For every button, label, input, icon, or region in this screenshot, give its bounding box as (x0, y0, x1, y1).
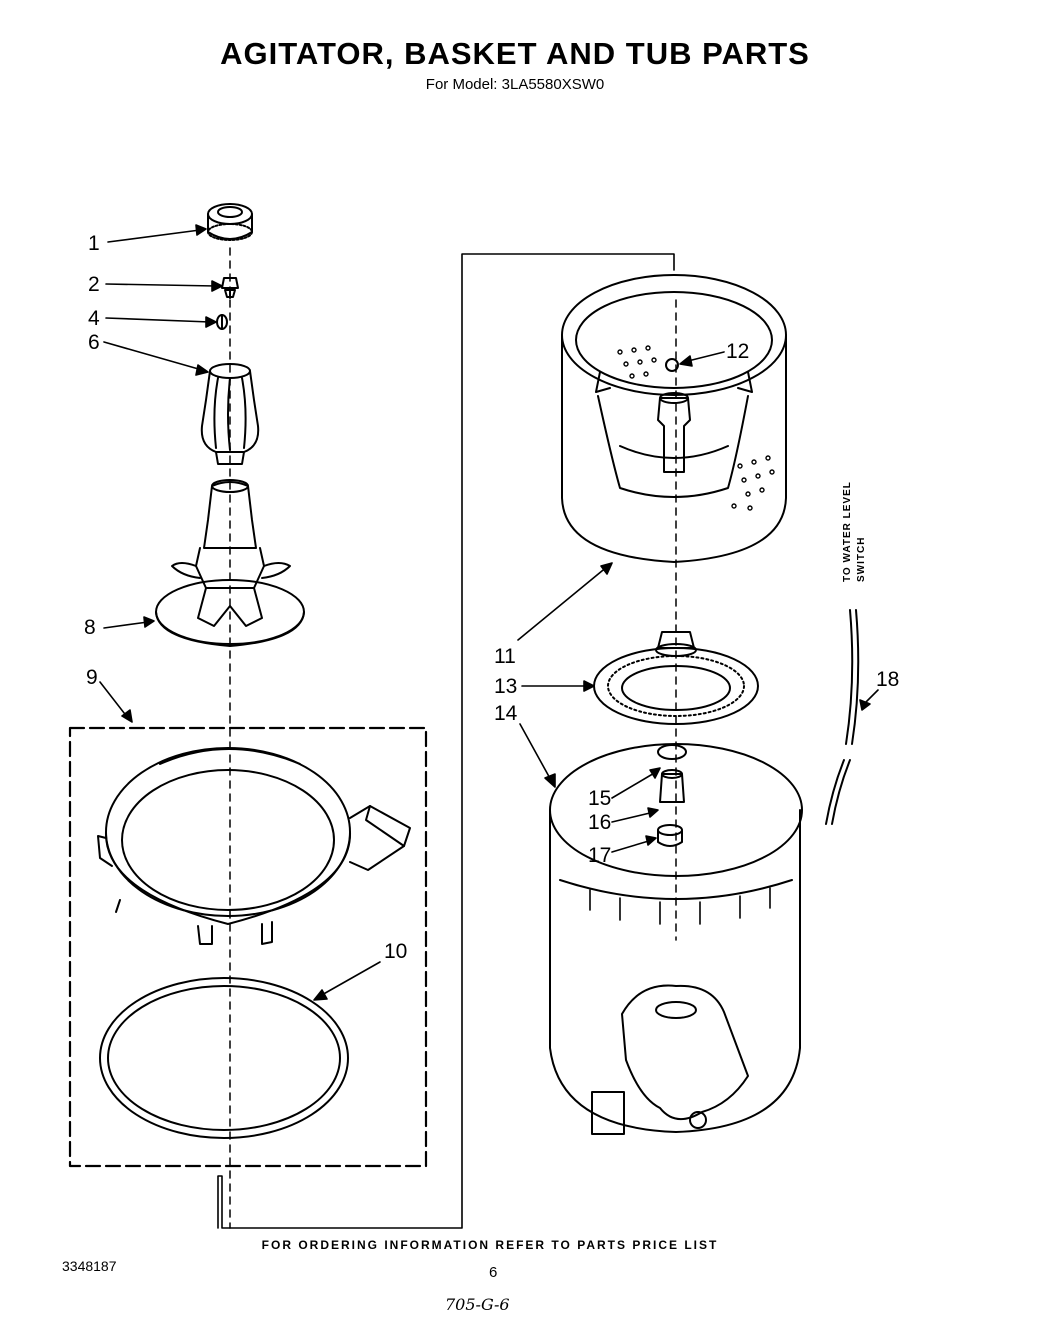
callout-16: 16 (588, 811, 611, 834)
basket-perforations (617, 345, 775, 511)
bolt-part (221, 277, 239, 299)
tub-part (549, 743, 803, 1135)
document-number: 3348187 (62, 1258, 117, 1274)
connector-line (217, 253, 675, 1229)
page-title: AGITATOR, BASKET AND TUB PARTS (220, 36, 810, 71)
callout-8: 8 (84, 616, 96, 639)
agitator-base-part (155, 479, 305, 647)
callout-18: 18 (876, 668, 899, 691)
part-9-kit-box (68, 726, 428, 1168)
callout-10: 10 (384, 940, 407, 963)
hub-nut-part (657, 824, 683, 847)
handwritten-note: 705-G-6 (445, 1295, 510, 1314)
tub-ring-part (97, 747, 411, 945)
leader-arrows (99, 224, 879, 1001)
callout-labels: 1 2 4 6 8 9 10 11 12 13 14 15 16 17 18 (84, 232, 899, 963)
callout-9: 9 (86, 666, 98, 689)
ordering-note: FOR ORDERING INFORMATION REFER TO PARTS … (261, 1238, 719, 1252)
callout-6: 6 (88, 331, 100, 354)
side-label-line1: TO WATER LEVEL (842, 481, 853, 582)
callout-12: 12 (726, 340, 749, 363)
agitator-cap-part (207, 203, 253, 241)
page-number: 6 (489, 1264, 498, 1281)
basket-part (561, 274, 787, 563)
gasket-ring-part (99, 977, 349, 1139)
seal-part (216, 314, 228, 330)
callout-2: 2 (88, 273, 100, 296)
retaining-ring-part (657, 744, 687, 760)
callout-15: 15 (588, 787, 611, 810)
water-level-switch-label: TO WATER LEVEL SWITCH (842, 481, 867, 582)
water-level-hose-part (825, 609, 860, 825)
leader-centerlines (229, 247, 677, 1229)
callout-1: 1 (88, 232, 100, 255)
side-label-line2: SWITCH (856, 537, 867, 582)
drive-hub-part (593, 631, 759, 725)
callout-14: 14 (494, 702, 518, 725)
agitator-dogs-part (200, 363, 260, 465)
model-subtitle: For Model: 3LA5580XSW0 (425, 76, 605, 93)
callout-4: 4 (88, 307, 100, 330)
callout-11: 11 (494, 645, 516, 668)
callout-13: 13 (494, 675, 517, 698)
drive-bell-part (659, 769, 685, 803)
callout-17: 17 (588, 844, 611, 867)
